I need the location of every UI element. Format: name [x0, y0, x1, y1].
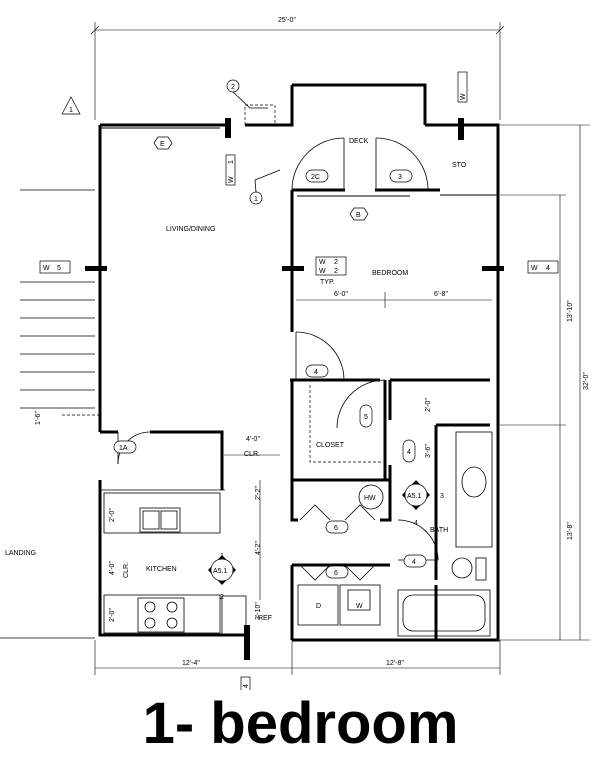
typ-label: TYP. — [320, 279, 335, 286]
sto-recess — [244, 104, 276, 126]
dimension-lines — [90, 22, 590, 675]
dim-right-upper: 13'-10" — [567, 300, 574, 322]
section-ref-num: 2 — [220, 594, 224, 601]
section-ref: A5.1 — [213, 568, 228, 575]
door-tag: 4 — [407, 449, 411, 456]
dim-bed-w2: 6'-8" — [434, 291, 448, 298]
callout-circle: 2 — [231, 84, 235, 91]
room-deck: DECK — [349, 138, 369, 145]
door-tag-boxes — [113, 169, 427, 579]
dim-h1: 2'-2" — [255, 486, 262, 500]
dim-h2: 4'-2" — [255, 541, 262, 555]
window-tag-num: 4 — [546, 265, 550, 272]
dim-bottom-left: 12'-4" — [182, 660, 200, 667]
dim-stair: 1'-6" — [35, 411, 42, 425]
window-tag-w: W — [228, 176, 235, 183]
dim-k2-clr: CLR. — [123, 562, 130, 578]
callout-symbols — [61, 79, 430, 585]
room-kitchen: KITCHEN — [146, 566, 177, 573]
appliance-washer: W — [356, 603, 363, 610]
window-tag-num: 1 — [228, 160, 235, 164]
dim-k1: 2'-0" — [109, 508, 116, 522]
section-ref: A5.1 — [407, 493, 422, 500]
room-bath: BATH — [430, 527, 448, 534]
window-tag-num: 4 — [243, 684, 250, 688]
windows — [85, 118, 504, 660]
stairs — [0, 189, 95, 639]
dim-h3: 3'-10" — [255, 602, 262, 620]
window-tag-w: W — [460, 93, 467, 100]
dim-clr: CLR. — [244, 451, 260, 458]
callout-circle: 1 — [254, 196, 258, 203]
room-landing: LANDING — [5, 550, 36, 557]
dim-right-total: 32'-0" — [583, 372, 590, 390]
door-tag: 5 — [364, 414, 368, 421]
window-tag-w: W — [43, 265, 50, 272]
window-tag-num: 2 — [334, 268, 338, 275]
room-living: LIVING/DINING — [166, 226, 215, 233]
window-tag-w: W — [531, 265, 538, 272]
door-tag: 1A — [119, 445, 128, 452]
plan-labels: 25'-0" 32'-0" 13'-10" 13'-8" 12'-4" 12'-… — [5, 17, 590, 688]
window-tag-w: W — [319, 268, 326, 275]
dim-k2: 4'-0" — [109, 561, 116, 575]
window-tag-num: 5 — [57, 265, 61, 272]
room-bedroom: BEDROOM — [372, 270, 408, 277]
dim-c1: 2'-0" — [425, 398, 432, 412]
hw-label: HW — [364, 495, 376, 502]
section-ref-num: 3 — [440, 493, 444, 500]
dim-clr-4: 4'-0" — [246, 436, 260, 443]
closet-shelf — [309, 385, 382, 463]
plan-title: 1- bedroom — [142, 691, 459, 756]
dim-bed-w1: 6'-0" — [334, 291, 348, 298]
dim-top: 25'-0" — [278, 17, 296, 24]
dim-bottom-right: 12'-8" — [386, 660, 404, 667]
dim-k3: 2'-0" — [109, 608, 116, 622]
window-tag-w: W — [319, 259, 326, 266]
section-ref-num: 4 — [414, 520, 418, 527]
callout-hex: B — [356, 212, 361, 219]
door-swings — [117, 137, 439, 581]
appliance-ref: REF — [258, 615, 272, 622]
door-tag: 6 — [334, 570, 338, 577]
door-tag: 2C — [311, 174, 320, 181]
bath-fixtures — [297, 431, 493, 637]
section-ref-num: 1 — [220, 553, 224, 560]
door-tag: 6 — [334, 525, 338, 532]
callout-triangle: 1 — [69, 107, 73, 114]
window-tag-num: 2 — [334, 259, 338, 266]
door-tag: 4 — [314, 369, 318, 376]
kitchen-fixtures — [103, 492, 247, 635]
callout-hex: E — [160, 141, 165, 148]
room-closet: CLOSET — [316, 442, 345, 449]
dim-right-lower: 13'-8" — [567, 522, 574, 540]
dim-c2: 3'-6" — [425, 444, 432, 458]
door-tag: 4 — [412, 559, 416, 566]
door-tag: 3 — [398, 174, 402, 181]
appliance-dryer: D — [316, 603, 321, 610]
floor-plan — [0, 22, 590, 690]
room-sto: STO — [452, 162, 467, 169]
window-tag-boxes — [39, 71, 559, 690]
